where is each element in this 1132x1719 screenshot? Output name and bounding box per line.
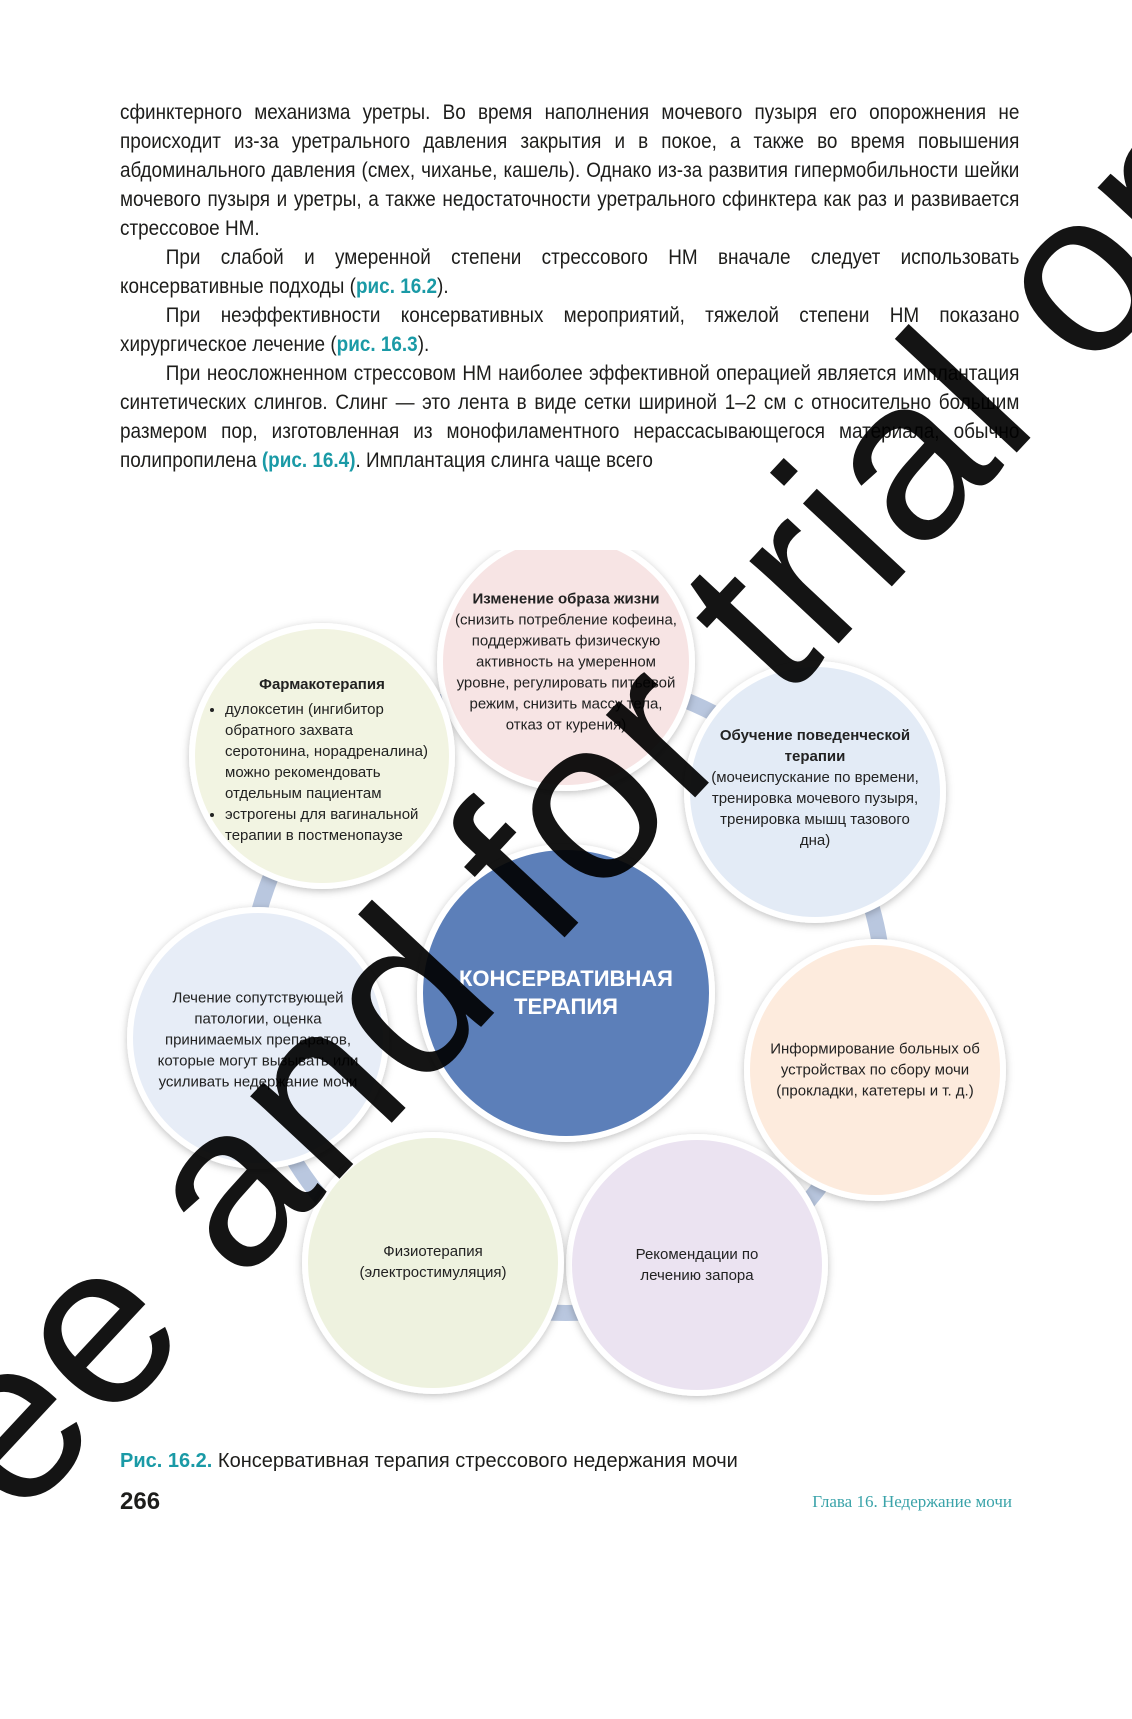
comorbid-body: Лечение сопутствующей патологии, оценка … bbox=[157, 989, 359, 1091]
pharma-list: дулоксетин (ингибитор обратного захвата … bbox=[211, 699, 433, 846]
figure-caption: Рис. 16.2. Консервативная терапия стресс… bbox=[120, 1450, 738, 1473]
circle-comorbid bbox=[127, 907, 389, 1169]
paragraph-1: сфинктерного механизма уретры. Во время … bbox=[120, 100, 1020, 240]
circle-center bbox=[417, 844, 715, 1142]
pharma-text: Фармакотерапия дулоксетин (ингибитор обр… bbox=[211, 674, 433, 846]
paragraph-2-text: При слабой и умеренной степени стрессово… bbox=[120, 245, 1020, 298]
conservative-therapy-diagram: Изменение образа жизни (снизить потребле… bbox=[0, 550, 1132, 1430]
center-label-line2: ТЕРАПИЯ bbox=[514, 994, 618, 1019]
circle-pharma bbox=[189, 623, 455, 889]
paragraph-2: При слабой и умеренной степени стрессово… bbox=[120, 243, 1019, 301]
circle-lifestyle bbox=[437, 550, 695, 791]
paragraph-4-text: При неосложненном стрессовом НМ наиболее… bbox=[120, 361, 1020, 472]
figure-ref-16-2[interactable]: рис. 16.2 bbox=[355, 274, 438, 298]
circle-behavior bbox=[684, 661, 946, 923]
paragraph-4-after: . Имплантация слинга чаще всего bbox=[355, 448, 653, 472]
caption-number: Рис. 16.2. bbox=[120, 1450, 213, 1472]
behavior-body: (мочеиспускание по времени, тренировка м… bbox=[711, 769, 919, 849]
circle-devices bbox=[744, 939, 1006, 1201]
figure-ref-16-4[interactable]: (рис. 16.4) bbox=[261, 448, 356, 472]
page-number: 266 bbox=[120, 1488, 161, 1515]
lifestyle-body: (снизить потребление кофеина, поддержива… bbox=[455, 611, 677, 734]
circle-physio bbox=[302, 1132, 564, 1394]
devices-body: Информирование больных об устройствах по… bbox=[770, 1040, 980, 1100]
behavior-text: Обучение поведенческой терапии (мочеиспу… bbox=[707, 725, 923, 851]
physio-text: Физиотерапия (электростимуляция) bbox=[343, 1241, 523, 1283]
body-text: сфинктерного механизма уретры. Во время … bbox=[120, 98, 1020, 475]
center-label-line1: КОНСЕРВАТИВНАЯ bbox=[459, 966, 673, 991]
constipation-body: Рекомендации по лечению запора bbox=[635, 1246, 759, 1284]
lifestyle-title: Изменение образа жизни bbox=[472, 590, 660, 608]
paragraph-3: При неэффективности консервативных мероп… bbox=[120, 301, 1019, 359]
behavior-title: Обучение поведенческой терапии bbox=[719, 727, 911, 765]
chapter-title: Глава 16. Недержание мочи bbox=[812, 1492, 1012, 1511]
pharma-item: дулоксетин (ингибитор обратного захвата … bbox=[225, 699, 433, 804]
physio-body: Физиотерапия (электростимуляция) bbox=[359, 1243, 507, 1281]
lifestyle-text: Изменение образа жизни (снизить потребле… bbox=[450, 589, 682, 736]
constipation-text: Рекомендации по лечению запора bbox=[607, 1244, 787, 1286]
circle-constipation bbox=[566, 1134, 828, 1396]
caption-text: Консервативная терапия стрессового недер… bbox=[212, 1450, 738, 1472]
pharma-item: эстрогены для вагинальной терапии в пост… bbox=[225, 804, 433, 846]
paragraph-3-text: При неэффективности консервативных мероп… bbox=[120, 303, 1020, 356]
devices-text: Информирование больных об устройствах по… bbox=[768, 1039, 982, 1102]
paragraph-3-after: ). bbox=[417, 332, 430, 356]
diagram-graphics bbox=[127, 550, 1006, 1396]
paragraph-2-after: ). bbox=[437, 274, 449, 298]
paragraph-4: При неосложненном стрессовом НМ наиболее… bbox=[120, 359, 1019, 475]
pharma-title: Фармакотерапия bbox=[259, 676, 385, 693]
comorbid-text: Лечение сопутствующей патологии, оценка … bbox=[144, 988, 372, 1093]
figure-ref-16-3[interactable]: рис. 16.3 bbox=[336, 332, 418, 356]
center-label: КОНСЕРВАТИВНАЯ ТЕРАПИЯ bbox=[459, 965, 673, 1021]
